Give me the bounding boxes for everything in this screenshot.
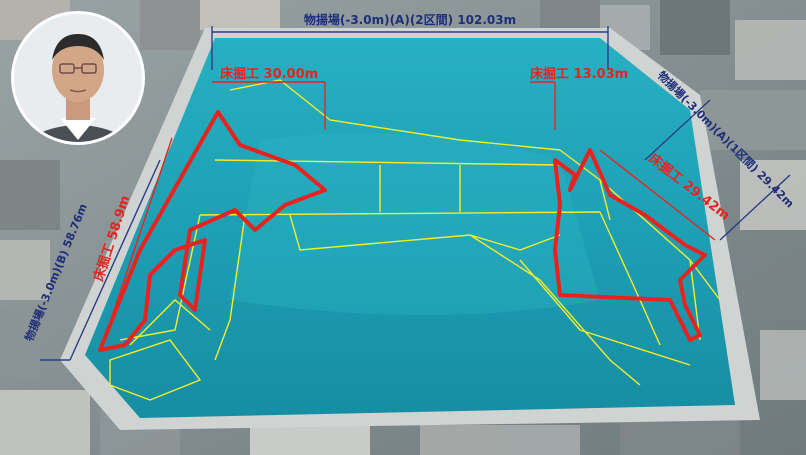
top-pier-label: 物揚場(-3.0m)(A)(2区間) 102.03m xyxy=(304,12,516,27)
excavation-right xyxy=(553,148,707,342)
dimension-lines xyxy=(40,26,791,361)
excavation-left xyxy=(98,110,327,352)
excavation-right-top-label: 床掘工 13.03m xyxy=(530,66,628,82)
harbor-water xyxy=(85,38,735,418)
water-shallow xyxy=(230,133,600,315)
left-pier-dimension-line xyxy=(69,159,161,361)
right-pier-dimension-line xyxy=(644,99,711,161)
portrait-inset xyxy=(11,11,145,145)
excavation-left-top-label: 床掘工 30.00m xyxy=(220,66,318,82)
excavation-outlines xyxy=(98,110,707,352)
excavation-dimension-lines xyxy=(99,81,716,353)
